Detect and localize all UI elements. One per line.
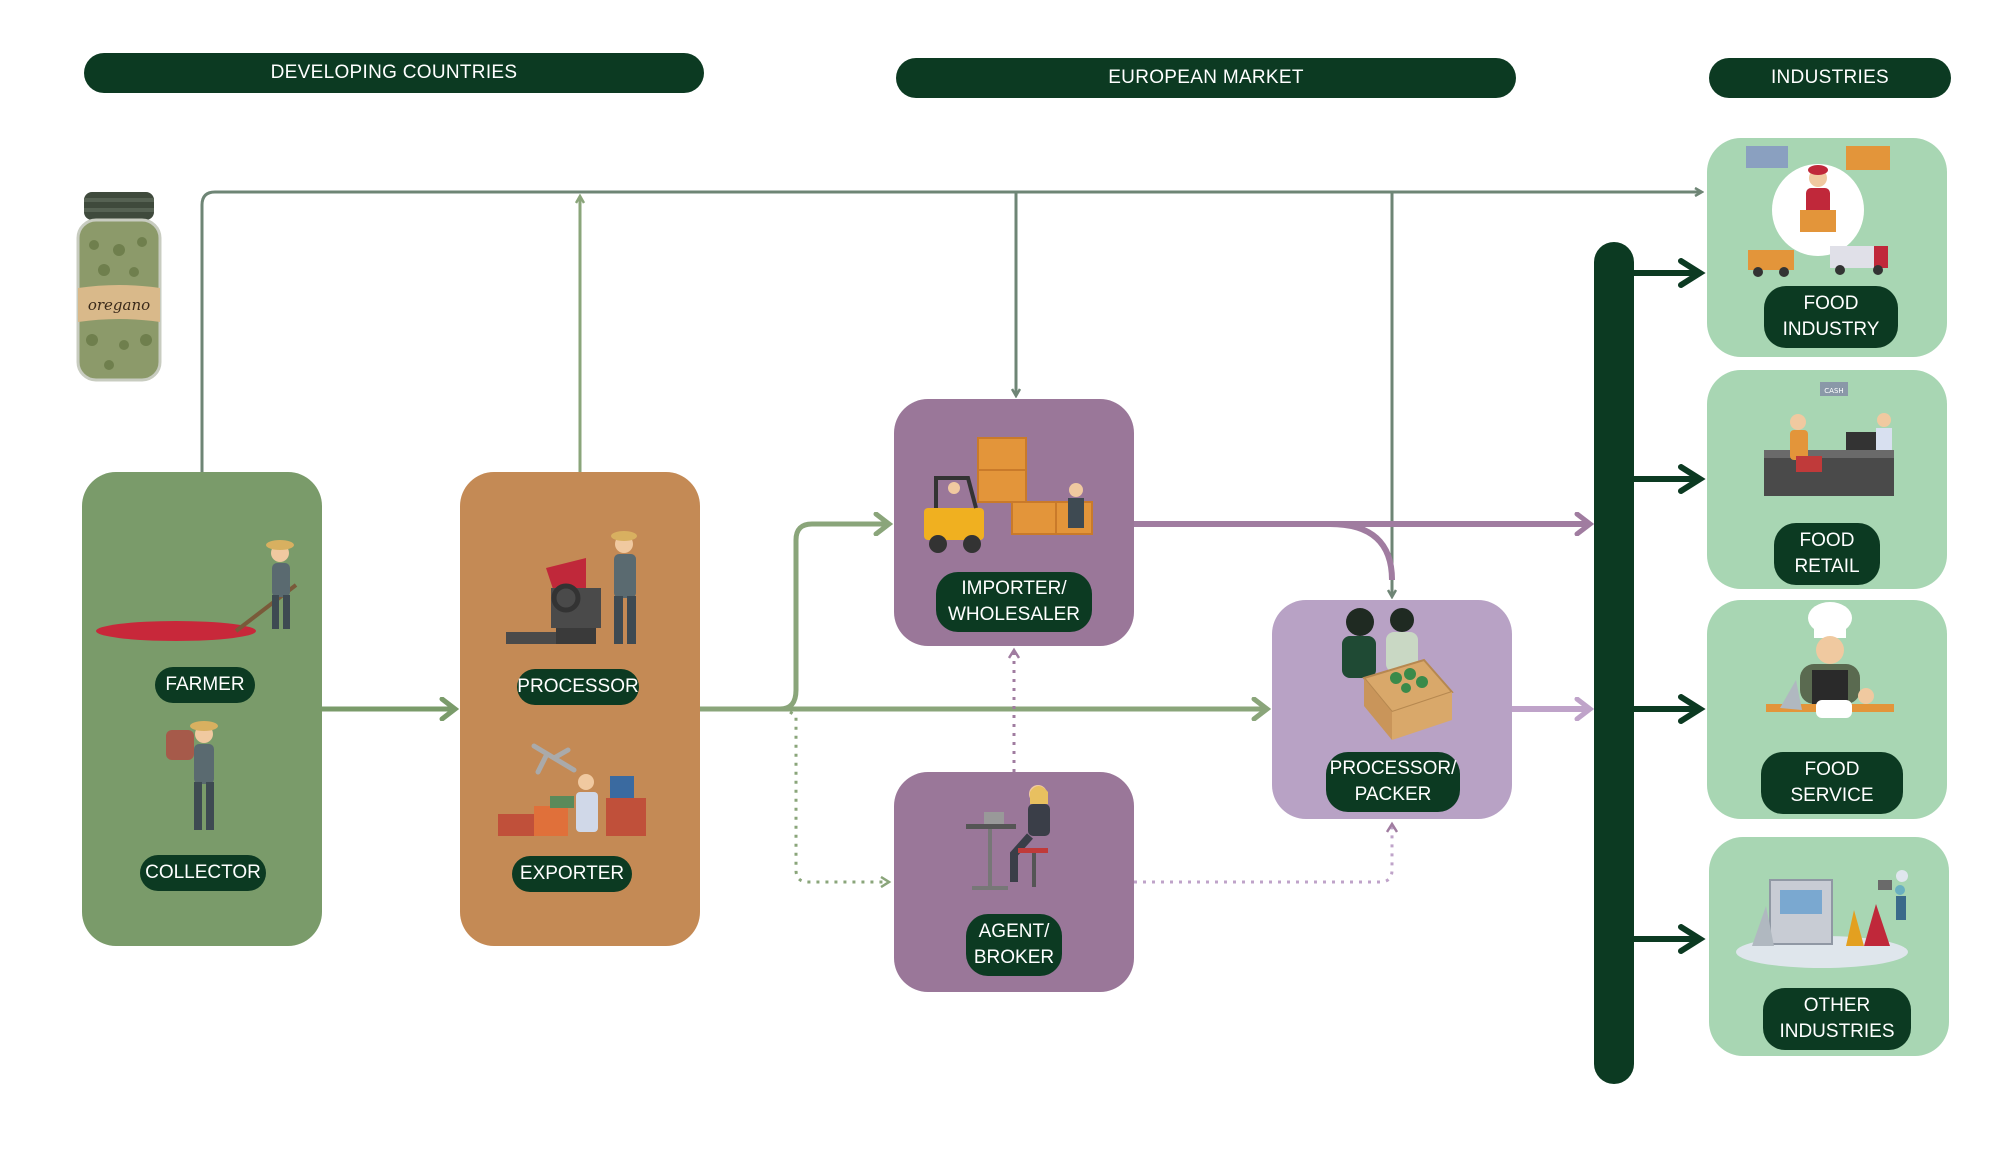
importer-line1: IMPORTER/ (961, 578, 1067, 599)
oregano-jar-icon: oregano (76, 192, 162, 382)
importer-wholesaler-tag: IMPORTER/ WHOLESALER (936, 572, 1092, 632)
food-industry-line2: INDUSTRY (1782, 319, 1880, 340)
processor-packer-tag: PROCESSOR/ PACKER (1326, 752, 1460, 812)
forklift-warehouse-icon (924, 437, 1093, 553)
developing-countries-header: DEVELOPING COUNTRIES (84, 53, 704, 93)
collector-tag: COLLECTOR (140, 855, 266, 891)
collector-icon (166, 721, 218, 830)
industries-header: INDUSTRIES (1709, 58, 1951, 98)
exporter-icon (498, 743, 646, 836)
food-retail-icon: CASH (1764, 382, 1894, 496)
food-industry-icon (1746, 146, 1890, 277)
packer-line2: PACKER (1354, 784, 1432, 805)
food-retail-line2: RETAIL (1794, 556, 1860, 577)
other-line2: INDUSTRIES (1779, 1021, 1895, 1042)
processor-tag: PROCESSOR (517, 669, 639, 705)
chef-icon (1766, 602, 1894, 718)
other-industries-icon (1736, 870, 1908, 968)
agent-desk-icon (966, 785, 1050, 890)
food-retail-line1: FOOD (1799, 530, 1855, 551)
other-line1: OTHER (1803, 995, 1871, 1016)
food-industry-line1: FOOD (1803, 293, 1859, 314)
food-service-tag: FOOD SERVICE (1761, 752, 1903, 814)
farmer-tag: FARMER (155, 667, 255, 703)
other-industries-tag: OTHER INDUSTRIES (1763, 988, 1911, 1050)
importer-line2: WHOLESALER (948, 604, 1080, 625)
agent-broker-tag: AGENT/ BROKER (966, 914, 1062, 976)
cash-sign-text: CASH (1824, 387, 1843, 395)
oregano-label: oregano (88, 296, 150, 314)
food-service-line2: SERVICE (1790, 785, 1874, 806)
packer-line1: PROCESSOR/ (1329, 758, 1457, 779)
food-industry-tag: FOOD INDUSTRY (1764, 286, 1898, 348)
processor-machine-icon (506, 531, 637, 644)
packers-box-icon (1342, 608, 1454, 740)
food-retail-tag: FOOD RETAIL (1774, 523, 1880, 585)
agent-line2: BROKER (973, 947, 1055, 968)
agent-line1: AGENT/ (978, 921, 1050, 942)
european-market-header: EUROPEAN MARKET (896, 58, 1516, 98)
exporter-tag: EXPORTER (512, 856, 632, 892)
food-service-line1: FOOD (1804, 759, 1860, 780)
farmer-icon (96, 540, 298, 641)
